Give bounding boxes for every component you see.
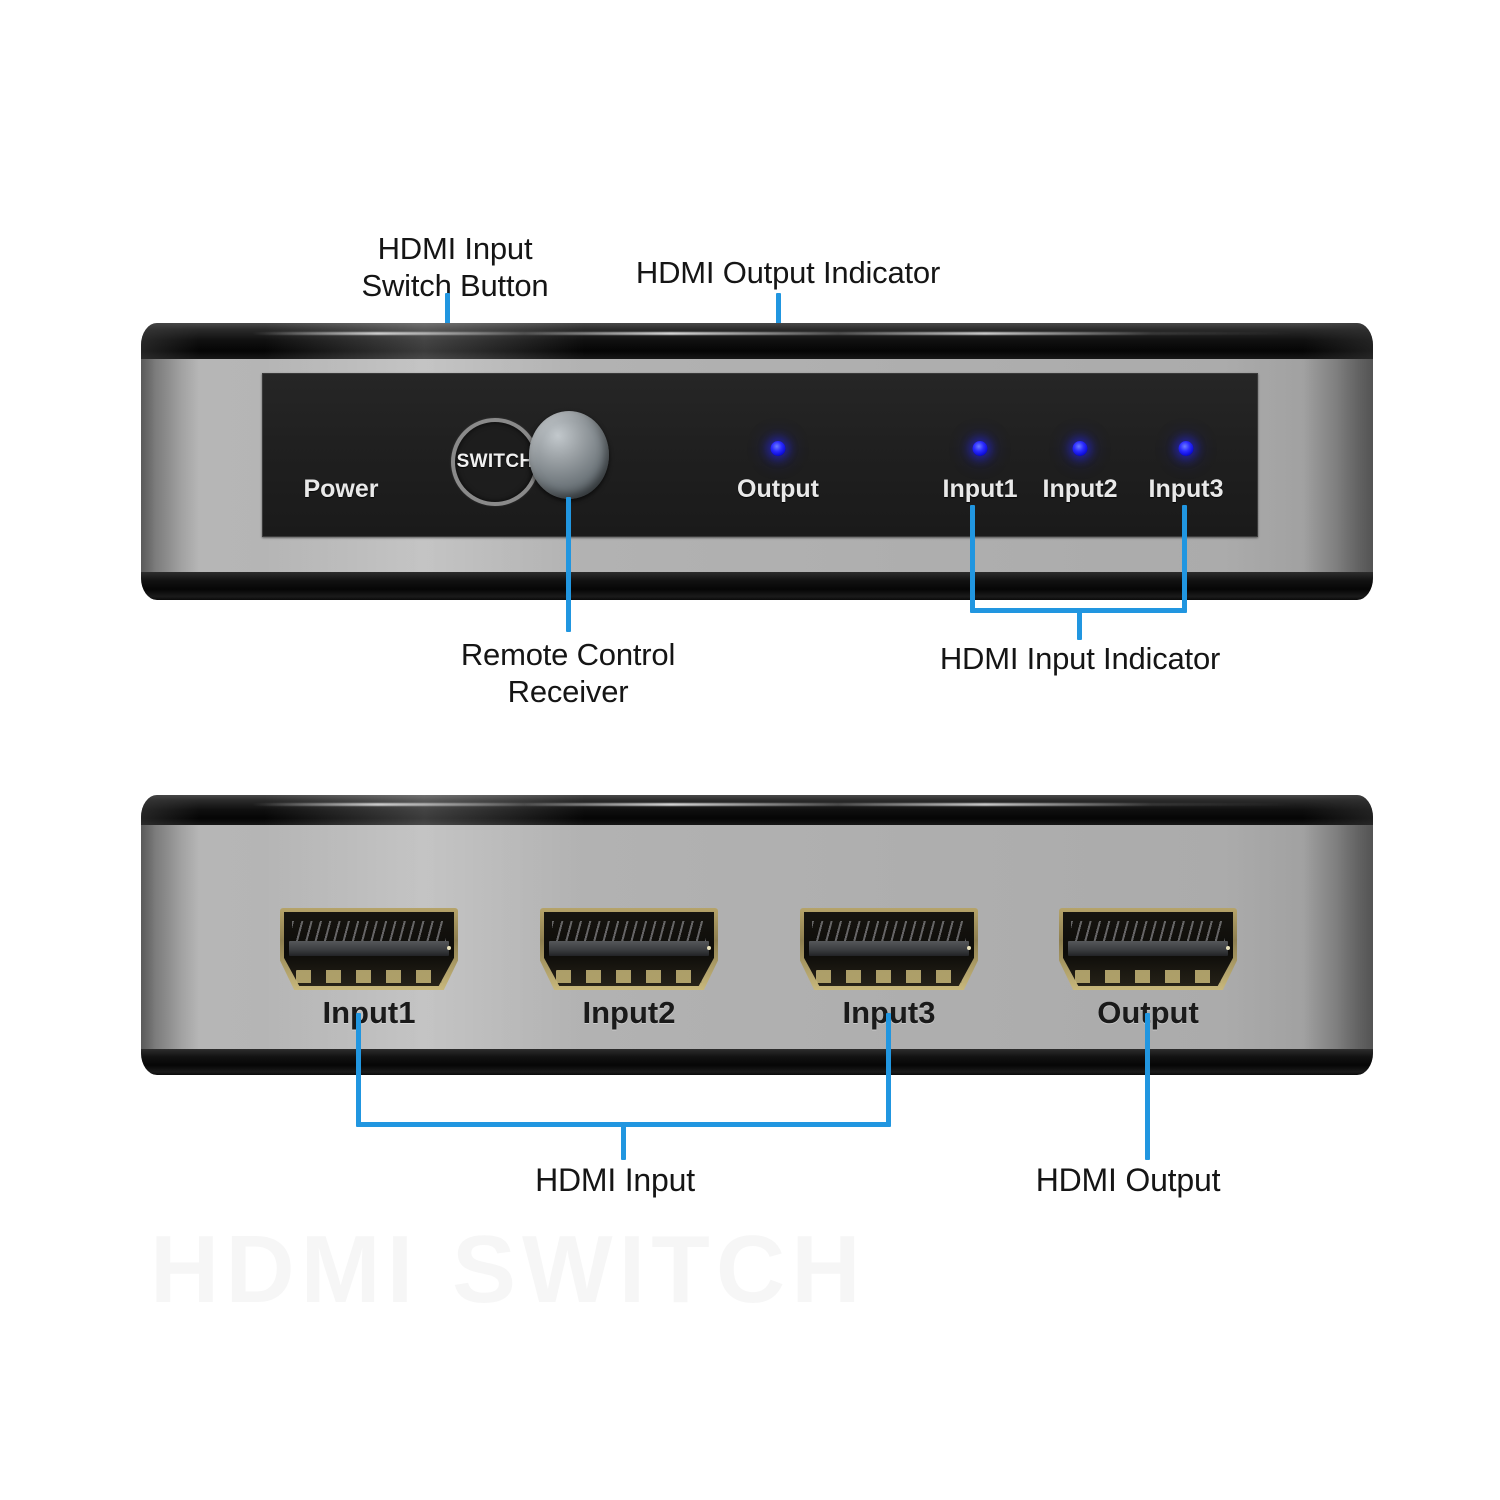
callout-hdmi-input: HDMI Input (535, 1162, 695, 1198)
callout-input-indicator: HDMI Input Indicator (939, 641, 1221, 676)
hdmi-glint-icon (447, 945, 451, 950)
hdmi-tongue (1068, 940, 1228, 956)
port-label-input1: Input1 (322, 995, 416, 1030)
hdmi-glint-icon (1226, 945, 1230, 950)
power-label: Power (303, 475, 379, 503)
leader-port-input3-stem (886, 1013, 891, 1125)
hdmi-port-output[interactable] (1059, 908, 1237, 990)
callout-hdmi-output: HDMI Output (1035, 1162, 1221, 1198)
indicator-label-input2: Input2 (1042, 475, 1118, 503)
front-control-panel (262, 373, 1258, 537)
device-back: Input1 Input2 Input3 Output (141, 795, 1373, 1075)
device-back-bottom-cap (141, 1049, 1373, 1075)
callout-switch-button: HDMI Input Switch Button (361, 231, 549, 303)
device-front-left-shade (141, 323, 199, 600)
switch-button-label: SWITCH (456, 451, 534, 472)
hdmi-teeth (552, 921, 706, 941)
device-front-top-cap (141, 323, 1373, 359)
device-front-right-shade (1303, 323, 1373, 600)
leader-input3-stem (1182, 505, 1187, 611)
indicator-label-input3: Input3 (1148, 475, 1224, 503)
leader-hdmi-input-drop (621, 1122, 626, 1160)
hdmi-teeth (812, 921, 966, 941)
indicator-label-output: Output (737, 475, 819, 503)
hdmi-pins (556, 969, 702, 983)
background-watermark: HDMI SWITCH (150, 1215, 867, 1325)
callout-remote-receiver: Remote Control Receiver (460, 637, 676, 709)
device-front: Power SWITCH Output Input1 Input2 Input3 (141, 323, 1373, 600)
indicator-label-input1: Input1 (942, 475, 1018, 503)
led-output (770, 441, 786, 456)
hdmi-tongue (289, 940, 449, 956)
led-input2 (1072, 441, 1088, 456)
hdmi-pins (816, 969, 962, 983)
leader-remote-receiver (566, 497, 571, 632)
hdmi-port-input1[interactable] (280, 908, 458, 990)
port-label-input2: Input2 (582, 995, 676, 1030)
leader-input-indicator-drop (1077, 608, 1082, 640)
hdmi-teeth (292, 921, 446, 941)
hdmi-pins (296, 969, 442, 983)
leader-input1-stem (970, 505, 975, 611)
hdmi-tongue (809, 940, 969, 956)
hdmi-pins (1075, 969, 1221, 983)
led-input1 (972, 441, 988, 456)
device-front-bottom-cap (141, 572, 1373, 600)
hdmi-teeth (1071, 921, 1225, 941)
hdmi-glint-icon (967, 945, 971, 950)
hdmi-input-switch-button[interactable]: SWITCH (451, 418, 539, 506)
hdmi-glint-icon (707, 945, 711, 950)
led-input3 (1178, 441, 1194, 456)
hdmi-port-input3[interactable] (800, 908, 978, 990)
device-back-top-cap (141, 795, 1373, 825)
leader-hdmi-output (1145, 1013, 1150, 1160)
hdmi-port-input2[interactable] (540, 908, 718, 990)
remote-control-receiver (529, 411, 609, 499)
hdmi-tongue (549, 940, 709, 956)
callout-output-indicator: HDMI Output Indicator (635, 255, 941, 290)
leader-port-input1-stem (356, 1013, 361, 1125)
device-back-right-shade (1303, 795, 1373, 1075)
device-back-left-shade (141, 795, 199, 1075)
